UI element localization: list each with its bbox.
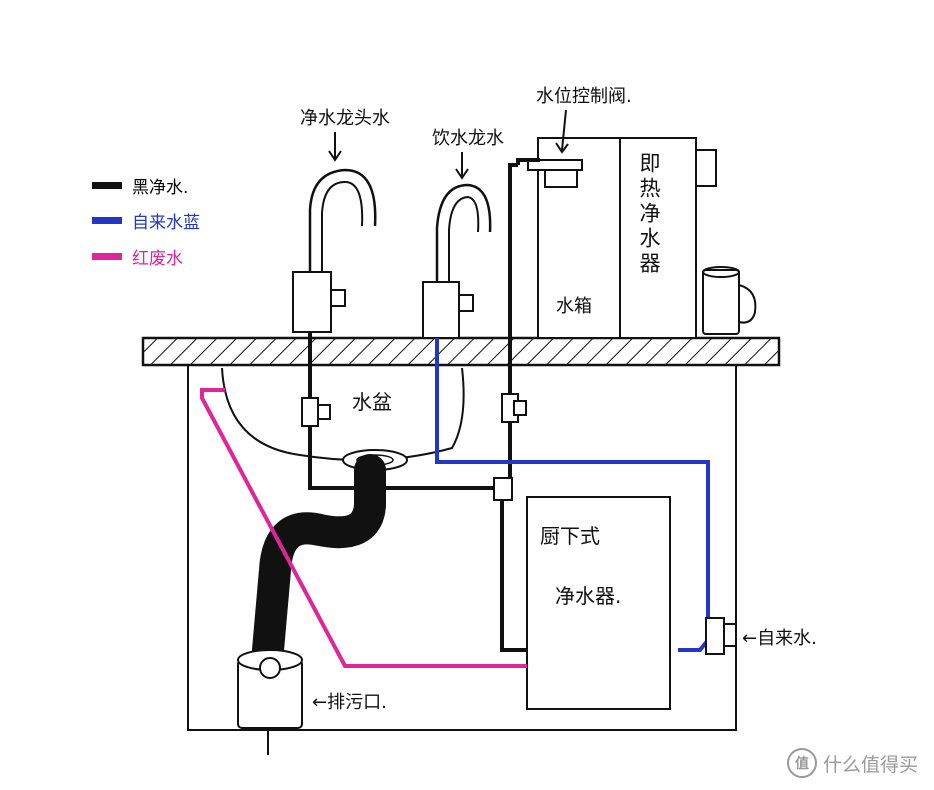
tee-fitting [493,477,513,501]
legend-item-tap: 自来水蓝 [92,208,200,233]
watermark-text: 什么值得买 [822,753,918,776]
legend-swatch-waste [92,253,122,260]
sink-basin [221,367,465,462]
instant-heater [619,137,697,339]
label-hot-faucet: 饮水龙水 [432,128,504,149]
label-sink: 水盆 [352,390,392,414]
legend-label-tap: 自来水蓝 [132,213,200,233]
label-tap-inlet: ←自来水. [742,628,817,649]
label-purifier-line1: 厨下式 [540,524,600,548]
hot-faucet [435,183,492,285]
label-pure-faucet: 净水龙头水 [300,108,390,129]
pure-faucet [308,168,377,275]
waste-water-line [200,388,527,668]
label-tank: 水箱 [556,296,592,317]
legend-swatch-tap [92,217,122,224]
watermark-logo: 值 [786,748,817,778]
arrow-hot-faucet [455,152,469,180]
under-sink-purifier [526,496,671,710]
legend-swatch-pure [92,182,122,189]
legend-label-waste: 红废水 [132,249,183,269]
label-drain-outlet: ←排污口. [312,692,387,713]
mug [702,269,740,335]
legend-item-waste: 红废水 [92,244,183,269]
label-instant-heater: 即热净水器 [637,152,661,277]
valve [301,397,319,427]
watermark: 值 什么值得买 [786,748,918,778]
legend-label-pure: 黑净水. [132,178,189,198]
arrow-pure-faucet [328,132,342,162]
legend-item-pure: 黑净水. [92,173,188,198]
tap-inlet-valve [705,617,725,655]
label-tank-valve: 水位控制阀. [536,86,632,107]
label-purifier-line2: 净水器. [555,584,622,608]
countertop [141,336,781,367]
arrow-tank-valve [555,109,569,154]
tap-water-line [435,338,710,652]
pure-water-lines [308,158,540,652]
